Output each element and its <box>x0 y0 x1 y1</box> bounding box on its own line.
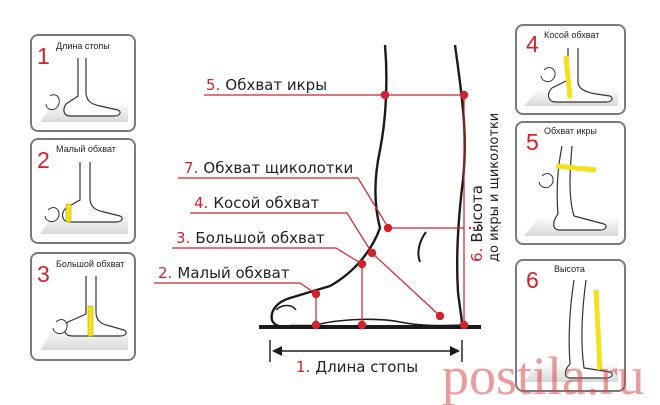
svg-text:5. Обхват икры: 5. Обхват икры <box>206 75 327 94</box>
card-1-number: 1 <box>37 43 50 69</box>
card-5-hand-icon <box>538 173 554 189</box>
leg-front-outline <box>270 44 388 328</box>
card-1-hand-icon <box>45 94 60 111</box>
big-point <box>357 259 367 269</box>
card-4: 4 Косой обхват <box>515 24 626 115</box>
measurement-lines <box>154 94 465 325</box>
card-4-hand-icon <box>540 67 556 83</box>
card-2: 2 Малый обхват <box>30 138 136 244</box>
card-6-tape <box>593 289 603 371</box>
card-1: 1 Длина стопы <box>30 34 136 132</box>
card-5: 5 Обхват икры <box>515 121 626 245</box>
card-2-number: 2 <box>37 147 50 173</box>
card-4-tape <box>563 55 573 99</box>
small-point <box>311 289 321 299</box>
card-3-tape <box>87 305 94 337</box>
svg-text:4. Косой обхват: 4. Косой обхват <box>194 193 320 212</box>
card-4-foot <box>547 48 613 103</box>
card-6-label: Высота <box>554 264 585 274</box>
card-5-label: Обхват икры <box>544 126 597 136</box>
big-label: Большой обхват <box>195 229 325 247</box>
card-1-foot <box>63 58 121 117</box>
card-3-label: Большой обхват <box>56 259 124 269</box>
oblique-point <box>367 248 377 258</box>
ankle-label: Обхват щиколотки <box>203 159 353 177</box>
card-3: 3 Большой обхват <box>30 252 136 361</box>
card-4-number: 4 <box>526 31 539 57</box>
ankle-point <box>383 223 393 233</box>
small-label: Малый обхват <box>177 264 289 282</box>
length-label: Длина стопы <box>315 358 418 376</box>
floor-line <box>259 325 481 329</box>
ankle-number: 7. <box>184 159 198 177</box>
ankle-dotted <box>468 226 484 230</box>
calf-point-back <box>459 90 469 100</box>
calf-point-front <box>380 90 390 100</box>
oblique-number: 4. <box>194 194 208 212</box>
main-leg-figure <box>259 44 481 329</box>
height-label-group: 6. Высота до икры и щиколотки <box>467 113 502 262</box>
svg-text:2. Малый обхват: 2. Малый обхват <box>158 263 290 282</box>
card-5-tape <box>555 163 597 173</box>
small-point-floor <box>311 320 321 330</box>
big-leader <box>172 247 363 265</box>
big-point-floor <box>357 320 367 330</box>
oblique-diagonal <box>371 252 441 317</box>
measurement-points <box>311 90 469 330</box>
big-number: 3. <box>176 229 190 247</box>
foot-length-dimension <box>269 340 463 362</box>
oblique-label: Косой обхват <box>213 194 319 212</box>
small-leader <box>154 282 317 295</box>
leg-back-outline <box>453 44 466 326</box>
ankle-leader <box>178 177 387 225</box>
card-2-foot <box>61 162 123 223</box>
height-label: Высота <box>468 185 486 243</box>
ankle-bone <box>417 231 427 263</box>
card-2-tape <box>65 203 72 223</box>
sole-outline <box>311 318 463 327</box>
oblique-leader <box>190 212 373 254</box>
card-6-leg <box>564 279 613 379</box>
main-labels: 5. Обхват икры 7. Обхват щиколотки 4. Ко… <box>158 75 418 376</box>
card-6: 6 Высота <box>515 259 626 392</box>
card-3-hand-icon <box>52 319 68 335</box>
height-point-floor <box>459 320 469 330</box>
length-number: 1. <box>296 358 310 376</box>
calf-label: Обхват икры <box>225 76 327 94</box>
card-2-hand-icon <box>44 207 60 223</box>
svg-text:1. Длина стопы: 1. Длина стопы <box>296 357 418 376</box>
small-number: 2. <box>158 264 172 282</box>
card-2-label: Малый обхват <box>56 144 116 154</box>
svg-text:3. Большой обхват: 3. Большой обхват <box>176 228 325 247</box>
card-5-number: 5 <box>526 129 539 155</box>
card-6-number: 6 <box>526 267 539 293</box>
height-number: 6. <box>468 248 486 262</box>
watermark: postila.ru <box>442 346 644 405</box>
card-3-number: 3 <box>37 261 50 287</box>
card-4-label: Косой обхват <box>544 30 599 40</box>
calf-number: 5. <box>206 76 220 94</box>
oblique-point-heel <box>435 311 445 321</box>
svg-text:7. Обхват щиколотки: 7. Обхват щиколотки <box>184 158 353 177</box>
svg-text:6. Высота: 6. Высота <box>467 185 486 262</box>
toe-nail <box>275 304 297 311</box>
card-1-label: Длина стопы <box>56 41 110 51</box>
height-sublabel: до икры и щиколотки <box>487 113 502 262</box>
